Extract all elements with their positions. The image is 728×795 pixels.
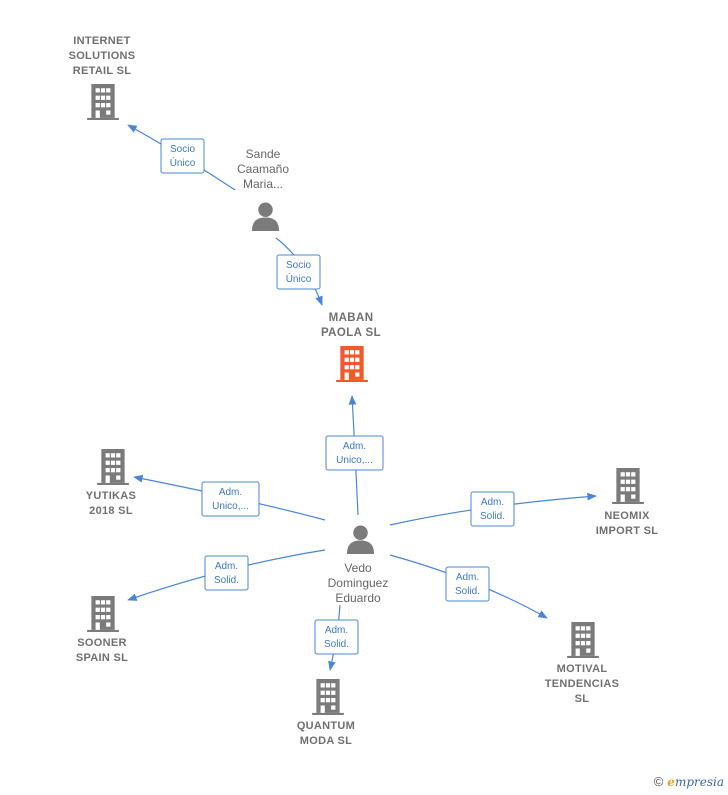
- svg-text:INTERNET: INTERNET: [73, 35, 130, 47]
- svg-text:Caamaño: Caamaño: [237, 162, 289, 176]
- copyright-icon: ©: [653, 774, 664, 789]
- svg-text:Adm.: Adm.: [343, 441, 366, 452]
- svg-text:MABAN: MABAN: [329, 312, 374, 324]
- svg-text:Maria...: Maria...: [243, 177, 283, 191]
- svg-text:TENDENCIAS: TENDENCIAS: [545, 678, 620, 690]
- svg-text:SOLUTIONS: SOLUTIONS: [69, 50, 136, 62]
- edge-label-vedo-neomix: Adm. Solid.: [470, 491, 515, 527]
- edge-label-vedo-maban: Adm. Unico,...: [325, 435, 384, 471]
- svg-text:Dominguez: Dominguez: [328, 576, 389, 590]
- svg-text:Adm.: Adm.: [325, 625, 348, 636]
- person-icon: [346, 525, 375, 554]
- svg-text:Adm.: Adm.: [481, 497, 504, 508]
- edge-label-vedo-quantum: Adm. Solid.: [314, 619, 359, 655]
- building-icon: [312, 679, 344, 715]
- svg-text:SOONER: SOONER: [77, 637, 126, 649]
- svg-text:YUTIKAS: YUTIKAS: [86, 490, 136, 502]
- svg-text:QUANTUM: QUANTUM: [297, 720, 355, 732]
- svg-text:PAOLA SL: PAOLA SL: [321, 327, 381, 339]
- svg-text:Adm.: Adm.: [456, 572, 479, 583]
- node-internet-solutions-retail[interactable]: INTERNET SOLUTIONS RETAIL SL: [69, 35, 136, 120]
- building-icon: [612, 468, 644, 504]
- node-sooner-spain[interactable]: SOONER SPAIN SL: [76, 596, 128, 664]
- svg-text:SL: SL: [575, 693, 590, 705]
- svg-text:Unico,...: Unico,...: [336, 455, 373, 466]
- svg-text:Unico,...: Unico,...: [212, 501, 249, 512]
- svg-text:Único: Único: [286, 272, 312, 285]
- svg-text:MODA SL: MODA SL: [300, 735, 352, 747]
- svg-text:Adm.: Adm.: [215, 561, 238, 572]
- person-icon: [251, 202, 280, 231]
- node-motival-tendencias[interactable]: MOTIVAL TENDENCIAS SL: [545, 622, 620, 705]
- svg-text:Adm.: Adm.: [219, 487, 242, 498]
- empresia-credit[interactable]: © empresia: [654, 774, 724, 789]
- building-icon: [567, 622, 599, 658]
- svg-text:Único: Único: [170, 156, 196, 169]
- edge-label-vedo-yutikas: Adm. Unico,...: [201, 481, 260, 517]
- svg-text:Eduardo: Eduardo: [335, 591, 381, 605]
- building-icon: [336, 346, 368, 382]
- svg-text:RETAIL SL: RETAIL SL: [73, 65, 132, 77]
- node-vedo-dominguez-eduardo[interactable]: Vedo Dominguez Eduardo: [328, 525, 389, 605]
- svg-text:Solid.: Solid.: [214, 575, 239, 586]
- svg-text:2018 SL: 2018 SL: [89, 505, 133, 517]
- svg-text:Sande: Sande: [246, 147, 281, 161]
- node-neomix-import[interactable]: NEOMIX IMPORT SL: [596, 468, 659, 537]
- svg-text:IMPORT SL: IMPORT SL: [596, 525, 659, 537]
- building-icon: [87, 84, 119, 120]
- node-maban-paola[interactable]: MABAN PAOLA SL: [321, 312, 381, 382]
- svg-text:Socio: Socio: [286, 260, 311, 271]
- svg-text:Vedo: Vedo: [344, 561, 372, 575]
- svg-text:NEOMIX: NEOMIX: [604, 510, 650, 522]
- node-quantum-moda[interactable]: QUANTUM MODA SL: [297, 679, 355, 747]
- svg-text:MOTIVAL: MOTIVAL: [557, 663, 608, 675]
- edge-label-vedo-motival: Adm. Solid.: [445, 566, 490, 602]
- building-icon: [97, 449, 129, 485]
- building-icon: [87, 596, 119, 632]
- edge-label-vedo-sooner: Adm. Solid.: [204, 555, 249, 591]
- empresia-logo: empresia: [667, 774, 724, 789]
- svg-text:Solid.: Solid.: [324, 639, 349, 650]
- svg-text:Solid.: Solid.: [455, 586, 480, 597]
- edge-label-sande-internet: Socio Único: [160, 138, 205, 174]
- svg-text:Solid.: Solid.: [480, 511, 505, 522]
- edge-label-sande-maban: Socio Único: [276, 254, 321, 290]
- node-yutikas-2018[interactable]: YUTIKAS 2018 SL: [86, 449, 136, 517]
- node-sande-caamano-maria[interactable]: Sande Caamaño Maria...: [237, 147, 289, 231]
- svg-text:Socio: Socio: [170, 144, 195, 155]
- svg-text:SPAIN SL: SPAIN SL: [76, 652, 128, 664]
